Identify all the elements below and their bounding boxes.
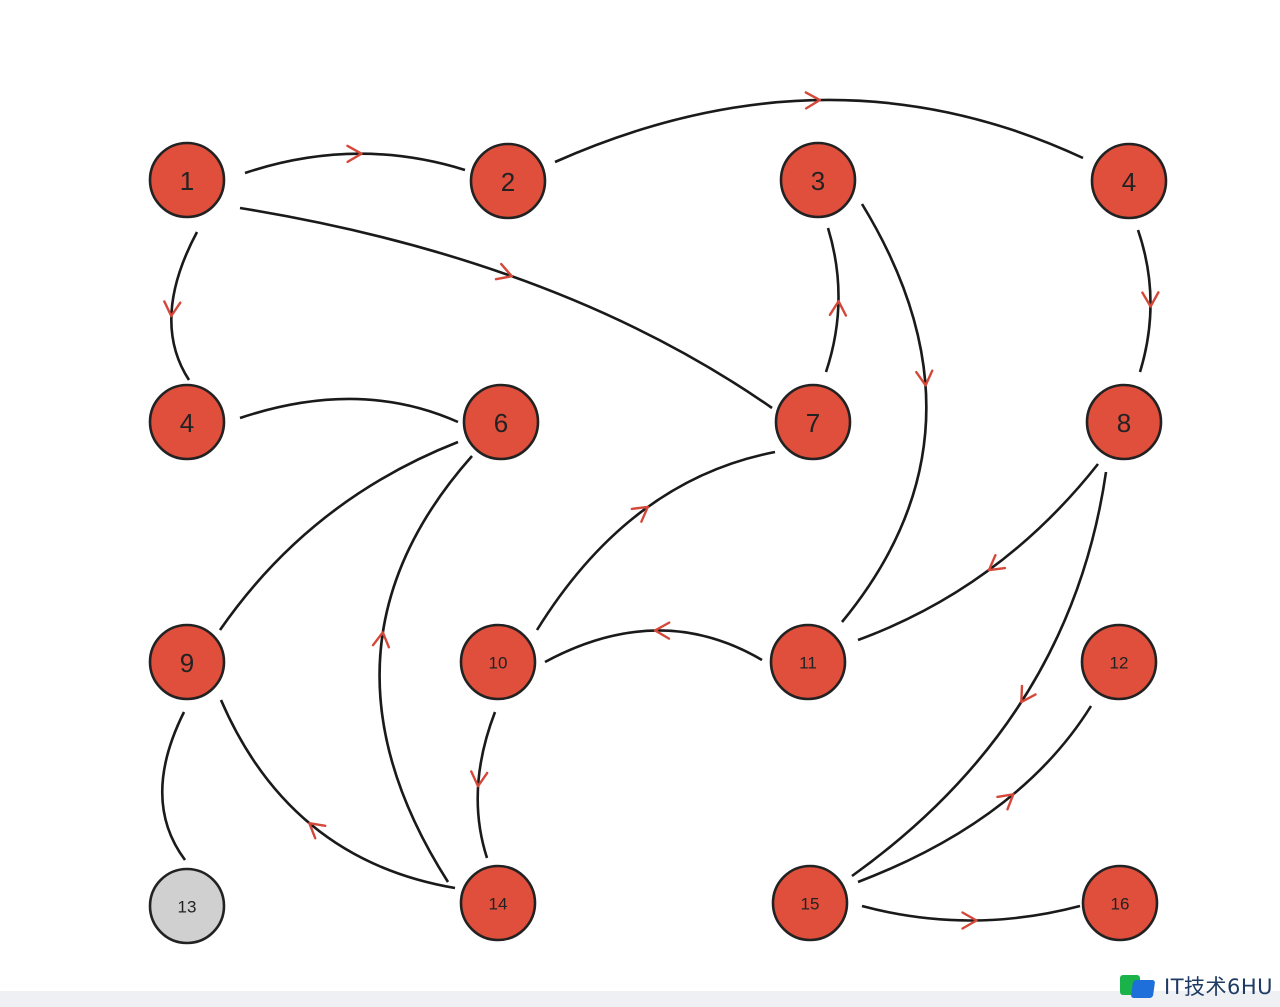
node-label: 4 [180,408,194,438]
edge-n2-n4a [554,98,1084,164]
edge-n14-n9 [219,699,456,890]
edge-n4a-n8 [1136,229,1152,373]
node-label: 2 [501,167,515,197]
edge-n1-n2 [244,152,466,175]
node-label: 15 [801,895,820,914]
edge-n8-n11 [857,463,1100,642]
node-8: 8 [1085,383,1163,461]
edge-arrow-n15-n16 [961,911,978,930]
node-circle [1090,142,1168,220]
node-label: 3 [811,166,825,196]
node-label: 6 [494,408,508,438]
node-circle [1080,623,1158,701]
edge-n8-n15 [851,471,1108,878]
node-circle [469,142,547,220]
node-circle [148,867,226,945]
watermark-text: IT技术6HU [1164,975,1274,999]
node-1: 1 [148,141,226,219]
node-circle [771,864,849,942]
edge-arrow-n10-n14 [470,770,489,788]
edge-n11-n10 [544,629,763,664]
node-15: 15 [771,864,849,942]
edge-arrow-n8-n15 [1020,684,1037,704]
edge-n10-n14 [476,711,497,859]
edge-arrow-n1-n7 [494,262,513,281]
node-4b: 4 [148,383,226,461]
edge-arrow-n1-n4b [163,300,182,318]
edge-arrow-n11-n10 [653,621,671,640]
edge-arrow-n4a-n8 [1141,291,1160,308]
node-label: 10 [489,654,508,673]
edge-n4b-n6 [239,397,459,424]
edges-layer [161,91,1160,930]
edge-n6-n9 [218,440,459,631]
edge-n15-n16 [861,904,1081,922]
edge-arrow-n1-n2 [346,144,363,164]
node-circle [462,383,540,461]
edge-n3-n11 [840,203,928,623]
node-circle [148,623,226,701]
node-label: 16 [1111,895,1130,914]
node-label: 9 [180,648,194,678]
node-label: 12 [1110,654,1129,673]
node-12: 12 [1080,623,1158,701]
node-circle [779,141,857,219]
node-label: 8 [1117,408,1131,438]
node-7: 7 [774,383,852,461]
edge-arrow-n8-n11 [987,554,1007,572]
node-label: 7 [806,408,820,438]
edge-arrow-n2-n4a [804,91,822,110]
node-9: 9 [148,623,226,701]
watermark-logo-icon [1118,972,1158,1000]
node-circle [1085,383,1163,461]
edge-n9-n13 [161,711,187,861]
edge-n1-n7 [239,206,773,410]
bottom-bar [0,991,1280,1007]
node-3: 3 [779,141,857,219]
node-circle [148,141,226,219]
node-label: 1 [180,166,194,196]
node-11: 11 [769,623,847,701]
edge-n1-n4b [170,231,199,381]
node-circle [1081,864,1159,942]
node-circle [148,383,226,461]
edge-arrow-n10-n7 [630,505,650,523]
node-6: 6 [462,383,540,461]
node-label: 13 [178,898,197,917]
node-label: 14 [489,895,508,914]
edge-arrow-n7-n3 [828,300,848,317]
edge-n7-n3 [824,227,840,373]
edge-arrow-n3-n11 [915,369,934,387]
node-16: 16 [1081,864,1159,942]
node-4a: 4 [1090,142,1168,220]
node-circle [459,864,537,942]
edge-arrow-n14-n9 [308,822,327,840]
node-circle [774,383,852,461]
edge-n10-n7 [535,450,776,631]
edge-n14-n6 [378,455,473,883]
watermark: IT技术6HU [1118,970,1273,1002]
node-13: 13 [148,867,226,945]
node-circle [459,623,537,701]
edge-arrow-n15-n12 [996,793,1015,811]
node-label: 11 [799,654,817,673]
edge-n15-n12 [857,705,1093,884]
node-circle [769,623,847,701]
node-14: 14 [459,864,537,942]
edge-arrow-n14-n6 [371,631,391,649]
node-label: 4 [1122,167,1136,197]
node-10: 10 [459,623,537,701]
node-2: 2 [469,142,547,220]
